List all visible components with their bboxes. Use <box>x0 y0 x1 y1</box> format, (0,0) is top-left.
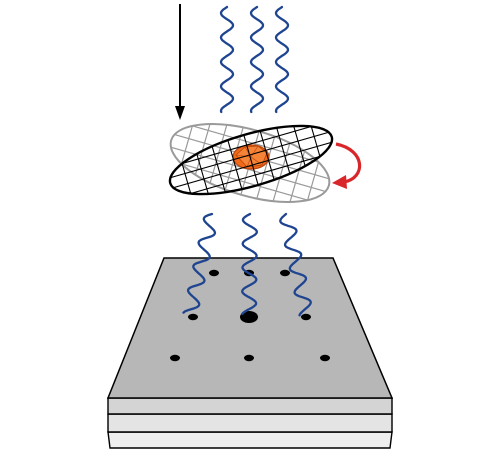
crystal-icon <box>232 144 270 170</box>
diffracted-wave <box>182 212 217 314</box>
incident-waves <box>219 5 290 114</box>
sample-holder <box>162 108 339 218</box>
diffraction-spot <box>301 313 311 321</box>
detector-stack <box>106 257 394 449</box>
diffracted-waves <box>182 212 312 317</box>
diffraction-spot <box>280 269 290 277</box>
diffraction-spot-central <box>240 311 258 323</box>
detector-plate-4 <box>107 431 393 449</box>
incident-wave <box>274 5 290 114</box>
incident-wave <box>249 5 265 114</box>
diffracted-wave <box>241 212 258 316</box>
down-arrow-icon <box>175 4 185 120</box>
incident-wave <box>219 5 235 114</box>
diffraction-spot <box>320 354 330 362</box>
diffracted-wave <box>279 212 312 317</box>
grid-front <box>163 111 339 209</box>
diffraction-spots <box>170 269 330 362</box>
diffraction-spot <box>188 313 198 321</box>
diffraction-spot <box>209 269 219 277</box>
diffraction-spot <box>170 354 180 362</box>
detector-plate-top <box>106 257 394 399</box>
curved-arrow-icon <box>332 142 362 189</box>
detector-plate-3 <box>107 413 393 433</box>
diffraction-spot <box>244 354 254 362</box>
detector-plate-2 <box>107 397 393 415</box>
